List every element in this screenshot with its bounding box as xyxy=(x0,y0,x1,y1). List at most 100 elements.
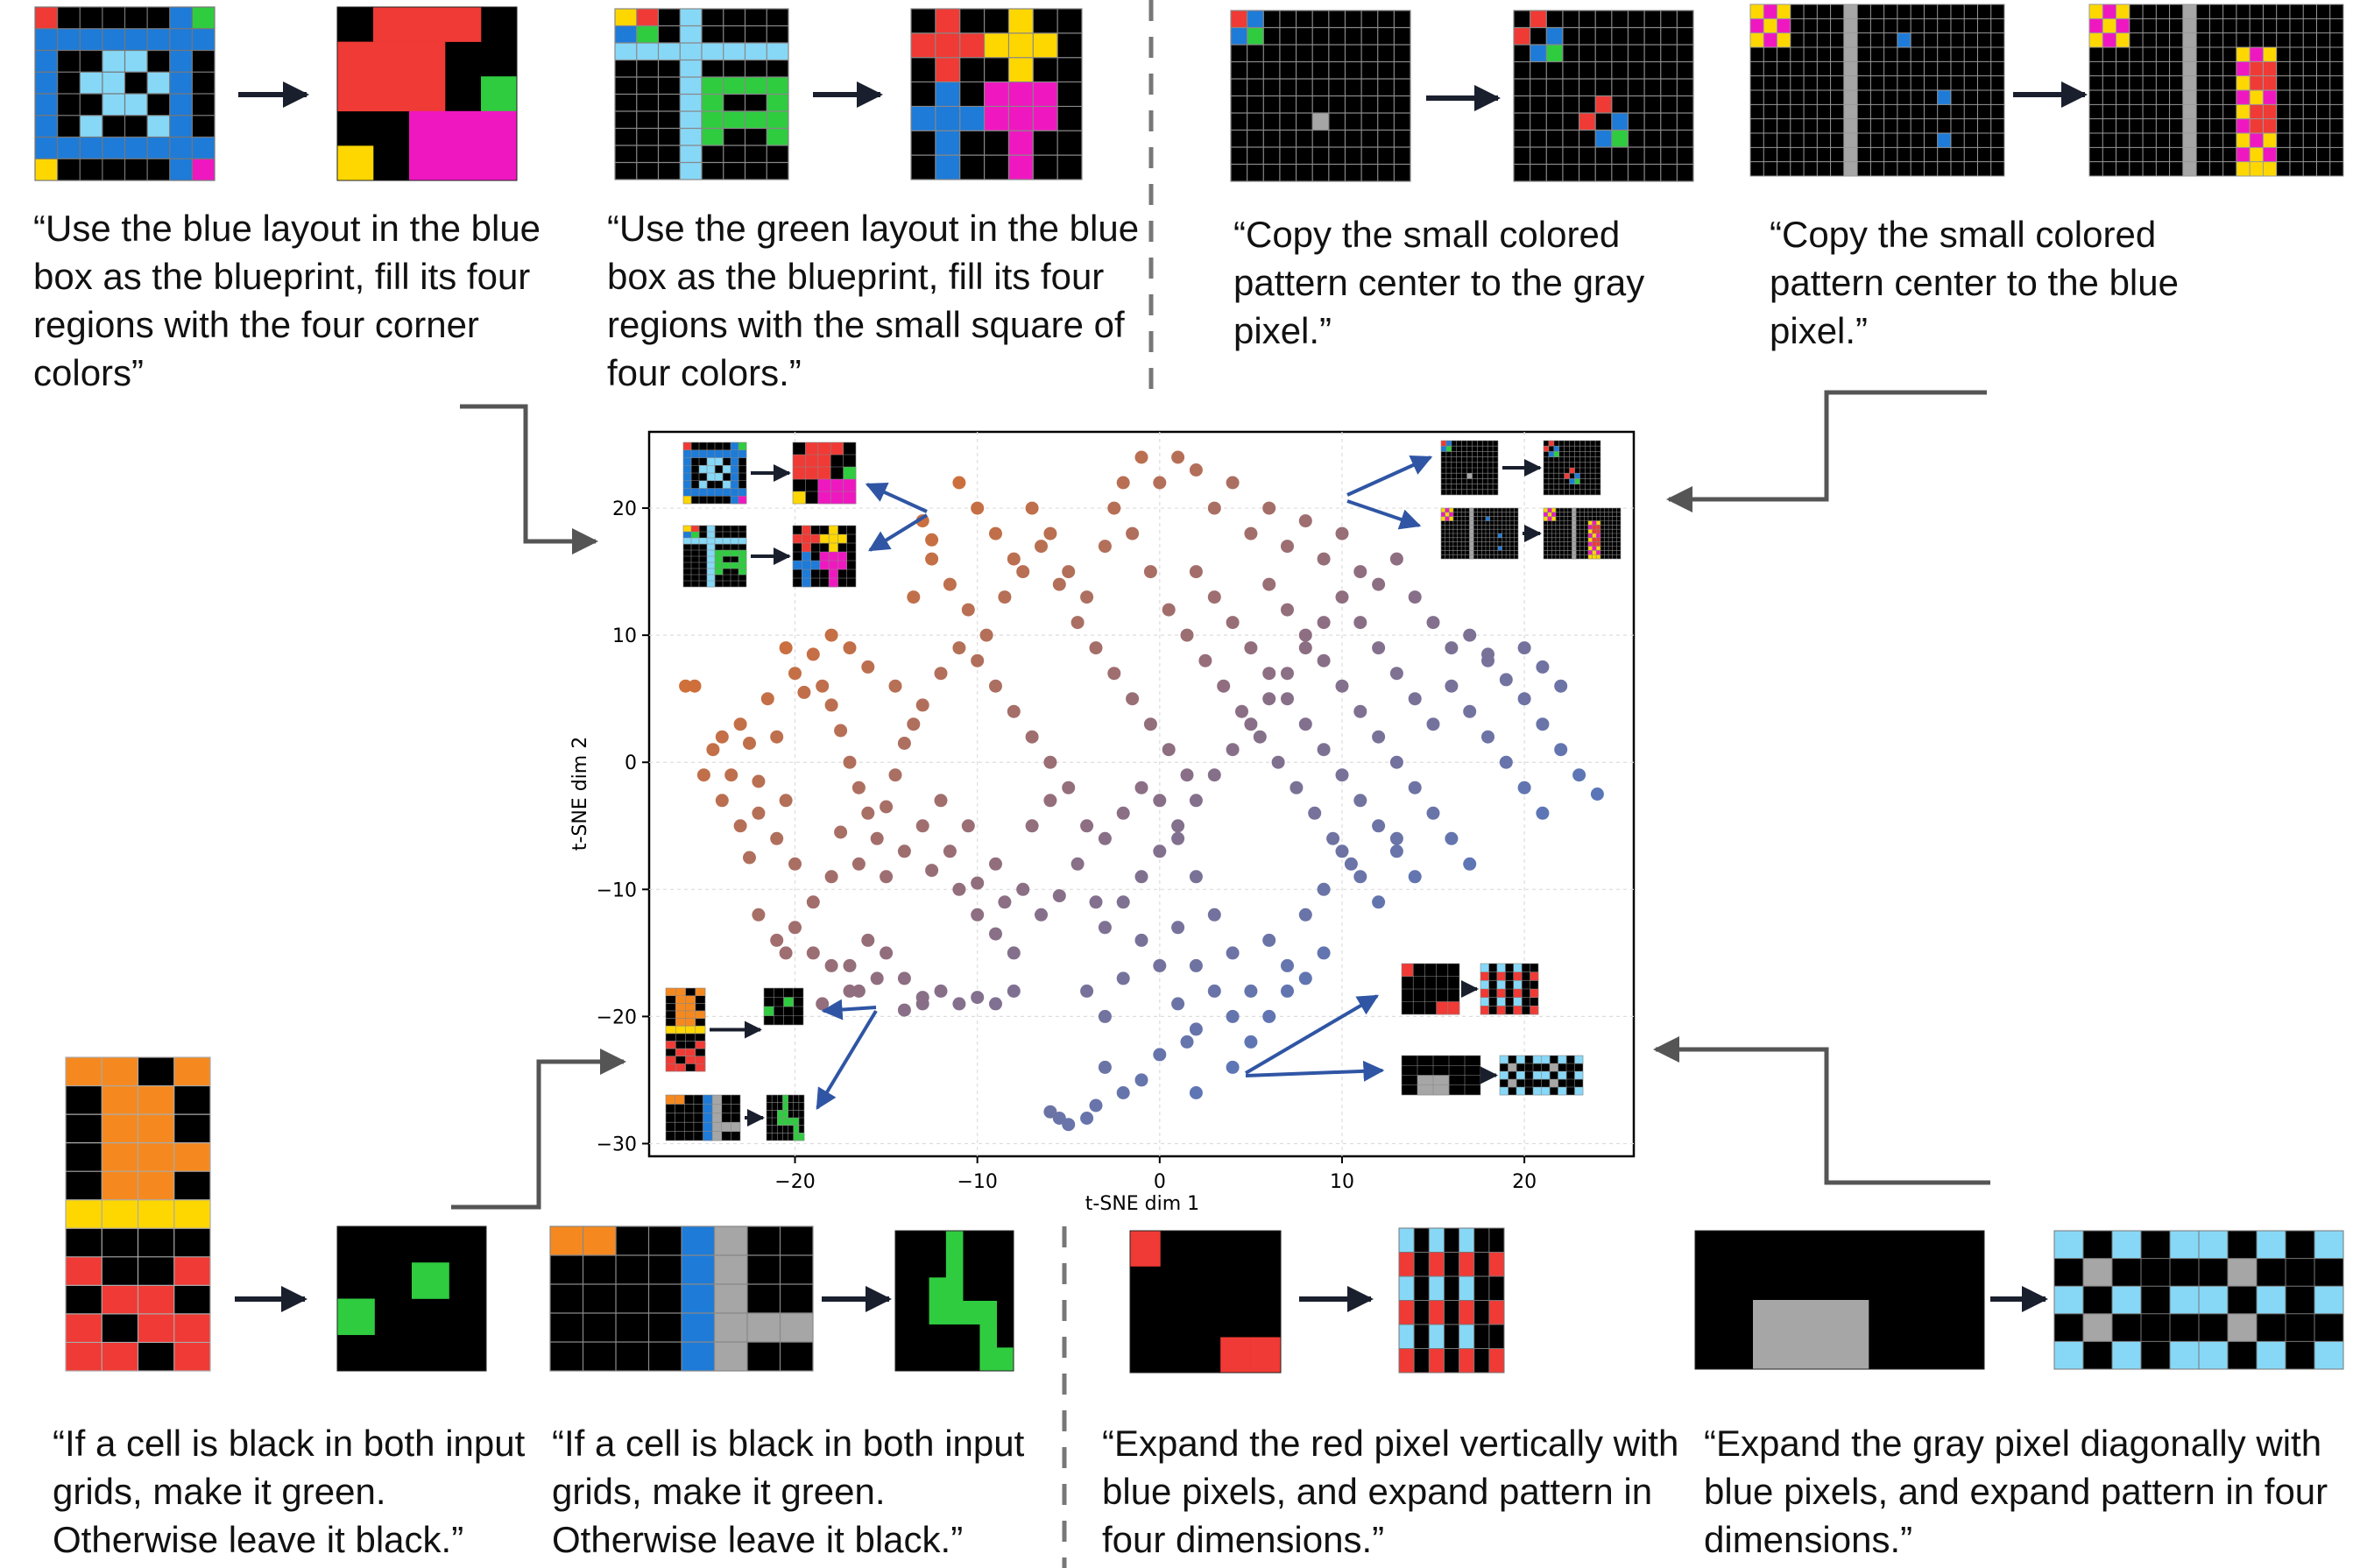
grid-cell xyxy=(1547,508,1552,513)
grid-cell xyxy=(1553,451,1560,457)
grid-cell xyxy=(102,50,125,73)
inset-copy-gray-output xyxy=(1543,440,1601,496)
connector-bottom-right xyxy=(1653,1036,1990,1185)
scatter-point xyxy=(1445,679,1459,693)
grid-cell xyxy=(793,561,802,570)
grid-cell xyxy=(2250,161,2264,177)
grid-cell xyxy=(682,1313,715,1343)
grid-cell xyxy=(715,449,724,458)
grid-cell xyxy=(481,76,518,112)
scatter-point xyxy=(897,971,911,985)
scatter-point xyxy=(934,667,948,681)
grid-cell xyxy=(723,550,731,557)
grid-cell xyxy=(707,569,716,576)
grid-cell xyxy=(695,1041,706,1049)
grid-cell xyxy=(169,28,193,51)
grid-cell xyxy=(173,1199,211,1229)
grid-cell xyxy=(1596,520,1601,526)
grid-cell xyxy=(793,1118,800,1126)
grid-cell xyxy=(373,7,410,42)
scatter-point xyxy=(1281,667,1294,681)
scatter-point xyxy=(1062,565,1076,579)
scatter-point xyxy=(1116,806,1130,820)
grid-cell xyxy=(691,449,700,458)
grid-cell xyxy=(1550,1063,1558,1072)
grid-cell xyxy=(1530,971,1539,981)
grid-cell xyxy=(1433,1084,1450,1096)
grid-ex6-input xyxy=(549,1225,814,1372)
scatter-point xyxy=(925,864,939,878)
grid-cell xyxy=(337,145,374,181)
grid-cell xyxy=(1008,131,1034,156)
grid-cell xyxy=(2182,61,2197,76)
grid-cell xyxy=(793,534,802,544)
grid-cell xyxy=(1497,533,1502,539)
grid-ex2-output xyxy=(910,8,1083,180)
grid-cell xyxy=(2089,32,2103,48)
grid-cell xyxy=(1763,32,1777,48)
annotation-arrow-6 xyxy=(816,1009,878,1111)
scatter-point xyxy=(1189,958,1203,972)
scatter-point xyxy=(1389,667,1403,681)
grid-cell xyxy=(738,550,747,557)
scatter-point xyxy=(934,984,948,998)
scatter-point xyxy=(1226,1060,1240,1074)
grid-cell xyxy=(767,43,789,60)
grid-cell xyxy=(1811,1300,1869,1335)
grid-cell xyxy=(715,473,724,482)
grid-cell xyxy=(707,457,716,466)
grid-cell xyxy=(169,115,193,138)
grid-ex7-output xyxy=(1398,1227,1505,1374)
grid-cell xyxy=(782,1102,788,1111)
grid-cell xyxy=(2182,4,2197,19)
grid-cell xyxy=(675,1026,686,1035)
scatter-point xyxy=(1207,768,1221,782)
grid-cell xyxy=(723,480,731,489)
grid-cell xyxy=(817,467,831,480)
grid-cell xyxy=(102,137,125,159)
inset-expand-gray-output-border xyxy=(1499,1055,1584,1096)
grid-cell xyxy=(1480,1006,1489,1015)
scatter-point xyxy=(971,876,985,890)
scatter-point xyxy=(1098,1060,1112,1074)
grid-cell xyxy=(1459,1300,1475,1325)
grid-cell xyxy=(615,9,638,26)
grid-cell xyxy=(829,534,838,544)
scatter-point xyxy=(1317,552,1331,566)
grid-cell xyxy=(2182,104,2197,119)
grid-cell xyxy=(699,465,708,474)
scatter-point xyxy=(943,844,957,858)
scatter-point xyxy=(1171,831,1185,845)
grid-ex5-input-border xyxy=(65,1056,211,1372)
scatter-point xyxy=(1207,590,1221,604)
grid-cell xyxy=(1596,541,1601,547)
grid-cell xyxy=(723,538,731,545)
scatter-point xyxy=(1244,1035,1258,1049)
caption-blueprint-square: “Use the green layout in the blue box as… xyxy=(607,208,1140,393)
grid-cell xyxy=(102,1342,138,1372)
grid-cell xyxy=(1551,508,1557,513)
grid-cell xyxy=(817,442,831,456)
scatter-point xyxy=(1098,1009,1112,1023)
grid-cell xyxy=(707,449,716,458)
grid-cell xyxy=(996,1347,1014,1372)
scatter-point xyxy=(1162,743,1176,757)
grid-cell xyxy=(1530,45,1547,62)
grid-cell xyxy=(2263,47,2277,62)
grid-cell xyxy=(1433,1075,1450,1086)
grid-cell xyxy=(1488,1300,1505,1325)
grid-cell xyxy=(793,467,806,480)
grid-cell xyxy=(703,1112,713,1123)
grid-cell xyxy=(680,43,703,60)
grid-cell xyxy=(124,28,148,51)
grid-cell xyxy=(1572,520,1577,526)
grid-cell xyxy=(738,442,747,451)
grid-cell xyxy=(777,1110,783,1119)
scatter-point xyxy=(1344,857,1358,871)
grid-cell xyxy=(793,1133,800,1141)
grid-cell xyxy=(1572,533,1577,539)
scatter-point xyxy=(998,895,1012,909)
grid-cell xyxy=(1587,550,1593,555)
grid-cell xyxy=(1513,971,1523,981)
scatter-point xyxy=(1089,1098,1103,1112)
